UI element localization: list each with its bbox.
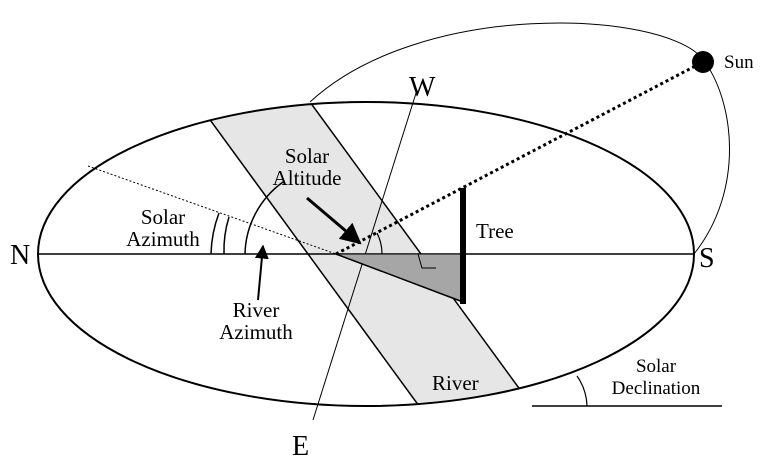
solar-azimuth-arc-inner bbox=[223, 216, 230, 255]
south-label: S bbox=[699, 243, 715, 274]
solar-altitude-arc bbox=[376, 232, 383, 255]
river-azimuth-arrow bbox=[254, 244, 269, 301]
solar-declination-label-line1: Solar bbox=[636, 356, 677, 377]
sun-icon bbox=[692, 51, 714, 73]
north-label: N bbox=[10, 240, 30, 271]
solar-declination-label-line2: Declination bbox=[612, 378, 701, 399]
solar-declination-arc bbox=[576, 375, 588, 407]
river-azimuth-arc bbox=[244, 181, 284, 255]
solar-azimuth-arc-outer bbox=[210, 212, 220, 255]
river-label: River bbox=[432, 371, 479, 395]
solar-altitude-label-line1: Solar bbox=[285, 144, 329, 168]
river-azimuth-label-line2: Azimuth bbox=[219, 320, 293, 344]
sun-label: Sun bbox=[724, 52, 754, 73]
tree-label: Tree bbox=[476, 219, 514, 243]
east-label: E bbox=[292, 431, 309, 462]
solar-azimuth-label-line2: Azimuth bbox=[126, 227, 200, 251]
right-angle-marker bbox=[417, 253, 436, 269]
solar-altitude-arrow bbox=[306, 196, 362, 245]
shadow-edge bbox=[335, 253, 464, 303]
river-azimuth-label-line1: River bbox=[233, 298, 280, 322]
sun-ray bbox=[335, 60, 704, 256]
solar-altitude-label-line2: Altitude bbox=[273, 166, 342, 190]
solar-azimuth-label-line1: Solar bbox=[141, 205, 185, 229]
sun-path-arc bbox=[309, 22, 730, 255]
west-label: W bbox=[409, 72, 436, 103]
